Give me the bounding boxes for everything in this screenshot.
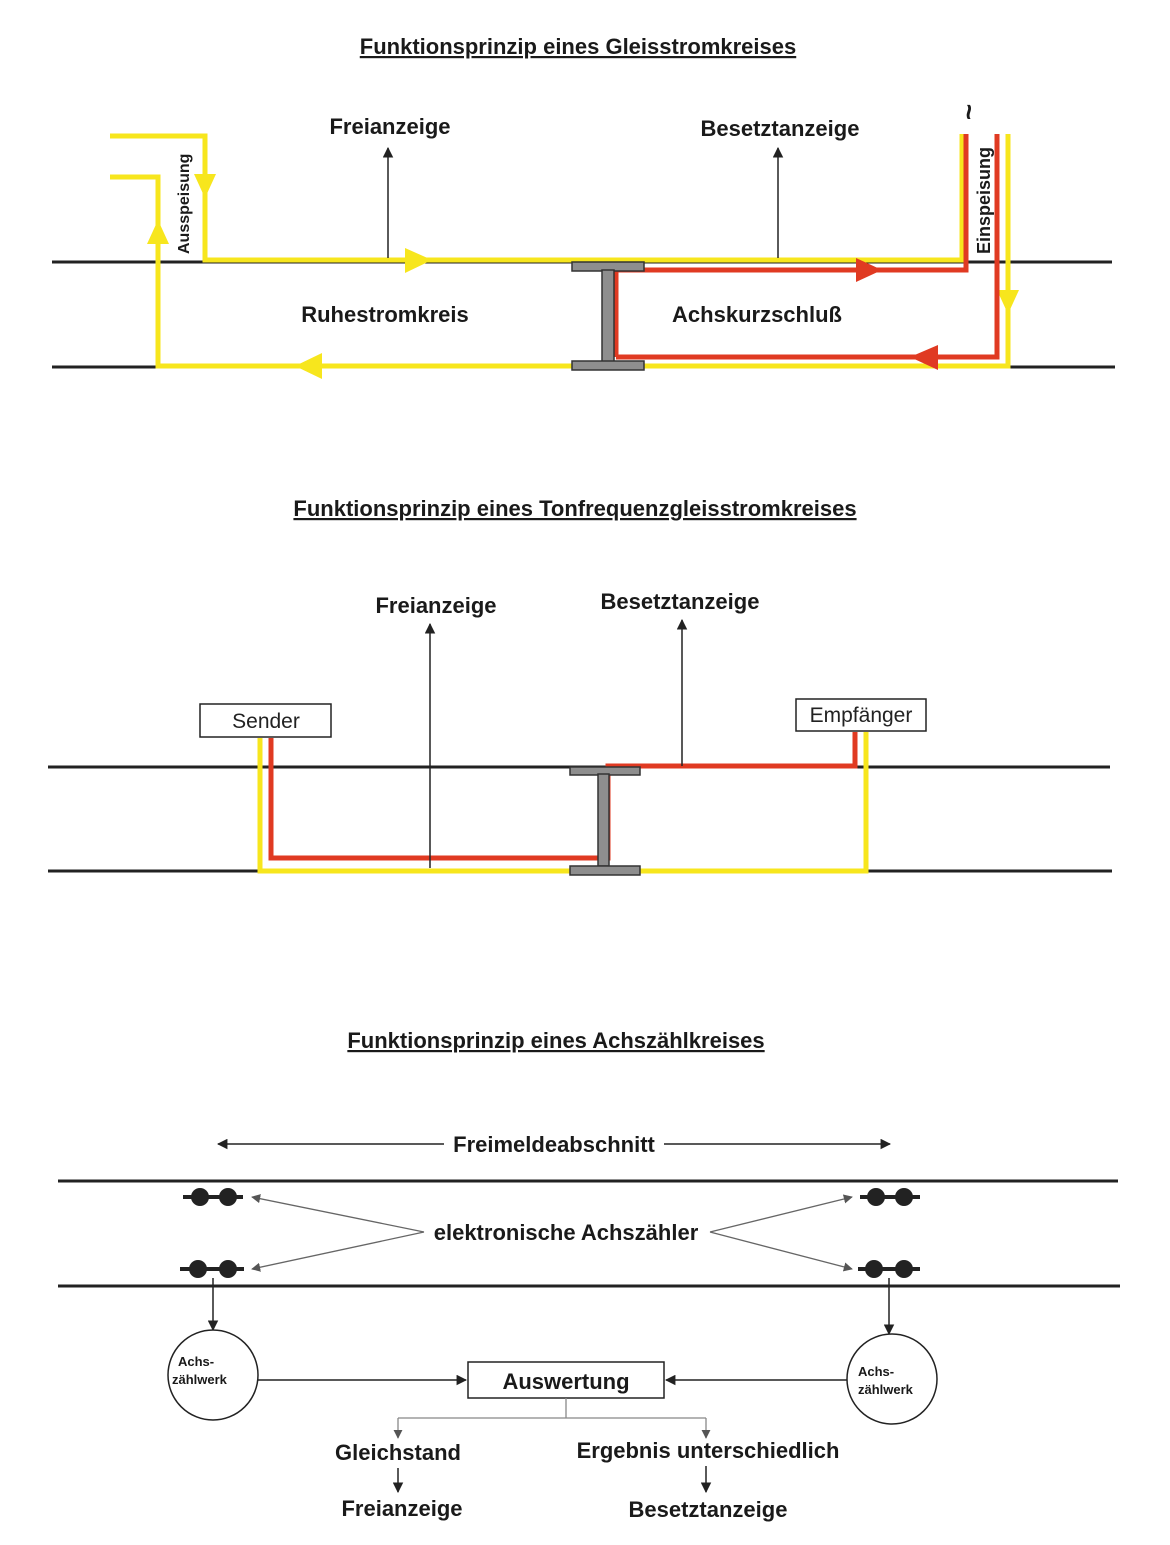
red-flow-arrows xyxy=(856,258,938,370)
track-circuit-diagram: Funktionsprinzip eines Gleisstromkreises xyxy=(52,34,1115,379)
axle-sensor-icon xyxy=(858,1260,920,1278)
audio-frequency-track-circuit-diagram: Funktionsprinzip eines Tonfrequenzgleiss… xyxy=(48,496,1112,876)
axle-counter-unit-left: Achs- zählwerk xyxy=(167,1329,259,1421)
input-feed-label: Einspeisung xyxy=(974,147,994,254)
counter-label-line1: Achs- xyxy=(178,1354,214,1369)
occupied-indication-label: Besetztanzeige xyxy=(601,589,760,614)
evaluation-branch-lines xyxy=(393,1398,711,1439)
equal-count-label: Gleichstand xyxy=(335,1440,461,1465)
quiescent-circuit-label: Ruhestromkreis xyxy=(301,302,469,327)
counter-label-line2: zählwerk xyxy=(858,1382,914,1397)
counter-label-line2: zählwerk xyxy=(172,1372,228,1387)
occupied-indication-label: Besetztanzeige xyxy=(701,116,860,141)
ac-source-symbol: ~ xyxy=(953,104,984,120)
axle-sensor-icon xyxy=(180,1260,244,1278)
free-indication-label: Freianzeige xyxy=(375,593,496,618)
free-indication-label: Freianzeige xyxy=(341,1496,462,1521)
receiver-label: Empfänger xyxy=(810,704,913,727)
output-feed-label: Ausspeisung xyxy=(176,154,193,254)
axle-sensor-icon xyxy=(183,1188,243,1206)
axle-counter-diagram: Funktionsprinzip eines Achszählkreises F… xyxy=(58,1028,1120,1522)
axle-sensor-icon xyxy=(860,1188,920,1206)
track-circuit-title: Funktionsprinzip eines Gleisstromkreises xyxy=(360,34,796,59)
audio-frequency-title: Funktionsprinzip eines Tonfrequenzgleiss… xyxy=(293,496,856,521)
electronic-axle-counters-label: elektronische Achszähler xyxy=(434,1220,699,1245)
evaluation-box: Auswertung xyxy=(467,1361,665,1399)
evaluation-label: Auswertung xyxy=(502,1369,629,1394)
yellow-flow-arrows xyxy=(147,174,1019,379)
free-indication-label: Freianzeige xyxy=(329,114,450,139)
clear-section-label: Freimeldeabschnitt xyxy=(453,1132,655,1157)
sensor-pointer-lines xyxy=(251,1194,853,1272)
occupied-indication-label: Besetztanzeige xyxy=(629,1497,788,1522)
sender-box: Sender xyxy=(199,703,332,738)
transmitter-receiver-loop xyxy=(257,732,869,874)
quiescent-current-loop xyxy=(110,133,1011,369)
axle-short-circuit-path xyxy=(268,732,858,861)
different-result-label: Ergebnis unterschiedlich xyxy=(577,1438,840,1463)
receiver-box: Empfänger xyxy=(795,698,927,732)
axle-short-circuit-loop xyxy=(613,134,1000,360)
axle-short-circuit-label: Achskurzschluß xyxy=(672,302,842,327)
wheelset-axle-icon xyxy=(569,766,641,876)
counter-label-line1: Achs- xyxy=(858,1364,894,1379)
sender-label: Sender xyxy=(232,710,300,733)
wheelset-axle-icon xyxy=(571,261,645,371)
axle-counter-unit-right: Achs- zählwerk xyxy=(846,1333,938,1425)
axle-counter-title: Funktionsprinzip eines Achszählkreises xyxy=(347,1028,764,1053)
